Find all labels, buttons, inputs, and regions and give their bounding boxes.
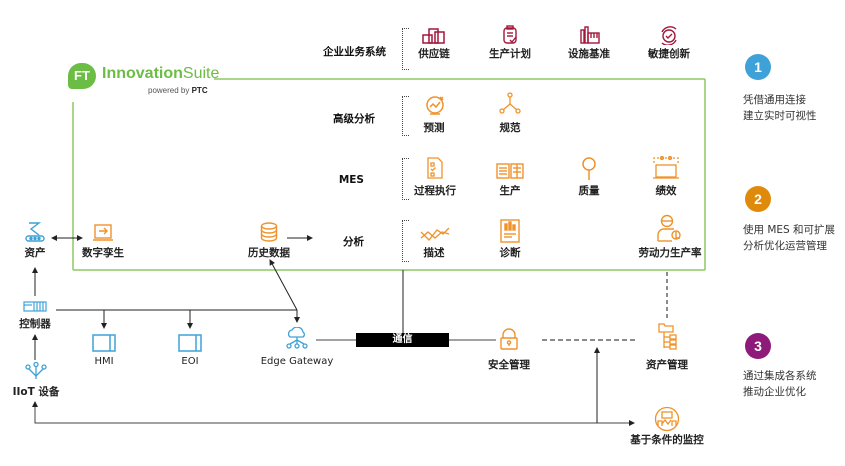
node-hmi-label: HMI bbox=[94, 356, 114, 367]
predictive-icon bbox=[426, 96, 444, 115]
node-digital-twin-label: 数字孪生 bbox=[82, 247, 124, 259]
logo-powered-by: powered by PTC bbox=[148, 86, 208, 95]
innovation-suite-frame bbox=[72, 78, 706, 271]
item-label: 过程执行 bbox=[414, 185, 456, 197]
logo-name: InnovationSuite bbox=[102, 65, 219, 83]
logo-badge: FT bbox=[68, 63, 96, 89]
condition-monitoring-icon bbox=[654, 406, 680, 432]
row-label-mes: MES bbox=[338, 174, 364, 186]
row-bracket bbox=[402, 28, 409, 70]
row-bracket bbox=[402, 158, 409, 200]
step-3-badge: 3 bbox=[745, 333, 771, 359]
node-historian-label: 历史数据 bbox=[248, 247, 290, 259]
padlock-icon bbox=[500, 328, 518, 350]
node-asset-label: 资产 bbox=[24, 247, 46, 259]
item-label: 生产计划 bbox=[489, 48, 531, 60]
hmi-screen-icon bbox=[92, 334, 116, 352]
step-2-badge: 2 bbox=[745, 186, 771, 212]
item-label: 绩效 bbox=[655, 185, 677, 197]
performance-icon bbox=[653, 156, 679, 179]
item-label: 诊断 bbox=[499, 247, 521, 259]
monitoring-loop bbox=[32, 401, 635, 426]
step-line: 通过集成各系统 bbox=[743, 370, 817, 382]
step-number: 3 bbox=[754, 338, 762, 354]
row-bracket bbox=[402, 220, 409, 262]
node-cbm-label: 基于条件的监控 bbox=[630, 434, 704, 446]
supply-chain-icon bbox=[422, 28, 445, 44]
node-asset-management-label: 资产管理 bbox=[646, 359, 688, 371]
vendor-name: PTC bbox=[191, 86, 208, 95]
item-label: 劳动力生产率 bbox=[638, 247, 702, 259]
node-security-label: 安全管理 bbox=[488, 359, 530, 371]
logo-name-light: Suite bbox=[182, 65, 220, 82]
row-label-analytics: 分析 bbox=[343, 236, 364, 248]
process-execution-icon bbox=[427, 157, 443, 179]
communication-bar: 通信 bbox=[356, 333, 449, 347]
step-line: 分析优化运营管理 bbox=[743, 240, 827, 252]
step-3-text: 通过集成各系统 推动企业优化 bbox=[743, 368, 817, 400]
item-label: 生产 bbox=[499, 185, 521, 197]
prescriptive-icon bbox=[499, 92, 521, 114]
quality-icon bbox=[582, 157, 596, 180]
item-label: 敏捷创新 bbox=[648, 48, 690, 60]
node-edge-gateway-label: Edge Gateway bbox=[260, 356, 334, 367]
diagnostic-icon bbox=[500, 219, 520, 243]
step-line: 使用 MES 和可扩展 bbox=[743, 224, 836, 236]
iiot-network-icon bbox=[25, 362, 47, 379]
row-label-advanced-analytics: 高级分析 bbox=[333, 113, 375, 125]
digital-twin-icon bbox=[93, 224, 113, 241]
step-line: 建立实时可视性 bbox=[743, 110, 817, 122]
asset-hierarchy-icon bbox=[658, 323, 677, 350]
robot-arm-icon bbox=[25, 222, 45, 242]
step-line: 推动企业优化 bbox=[743, 386, 806, 398]
step-2-text: 使用 MES 和可扩展 分析优化运营管理 bbox=[743, 222, 835, 254]
node-controller-label: 控制器 bbox=[19, 318, 51, 330]
logo-name-bold: Innovation bbox=[102, 65, 183, 82]
row-label-enterprise: 企业业务系统 bbox=[323, 46, 386, 58]
step-line: 凭借通用连接 bbox=[743, 94, 806, 106]
item-label: 预测 bbox=[423, 122, 445, 134]
facility-icon bbox=[580, 26, 600, 44]
descriptive-icon bbox=[420, 227, 450, 241]
step-1-badge: 1 bbox=[745, 54, 771, 80]
eoi-screen-icon bbox=[178, 334, 202, 352]
cloud-gateway-icon bbox=[286, 327, 308, 349]
step-number: 1 bbox=[754, 59, 762, 75]
item-label: 供应链 bbox=[418, 48, 450, 60]
item-label: 质量 bbox=[578, 185, 600, 197]
step-number: 2 bbox=[754, 191, 762, 207]
node-iiot-label: IIoT 设备 bbox=[12, 386, 60, 398]
step-1-text: 凭借通用连接 建立实时可视性 bbox=[743, 92, 817, 124]
production-icon bbox=[496, 163, 524, 179]
powered-by-text: powered by bbox=[148, 86, 190, 95]
row-bracket bbox=[402, 96, 409, 136]
node-eoi-label: EOI bbox=[181, 356, 199, 367]
item-label: 设施基准 bbox=[568, 48, 610, 60]
historian-gateway-link bbox=[269, 259, 298, 311]
controller-icon bbox=[23, 301, 47, 312]
workforce-productivity-icon bbox=[657, 214, 681, 242]
agile-innovation-icon bbox=[661, 26, 677, 45]
item-label: 描述 bbox=[423, 247, 445, 259]
production-plan-icon bbox=[503, 25, 517, 44]
database-icon bbox=[260, 222, 278, 242]
item-label: 规范 bbox=[499, 122, 521, 134]
